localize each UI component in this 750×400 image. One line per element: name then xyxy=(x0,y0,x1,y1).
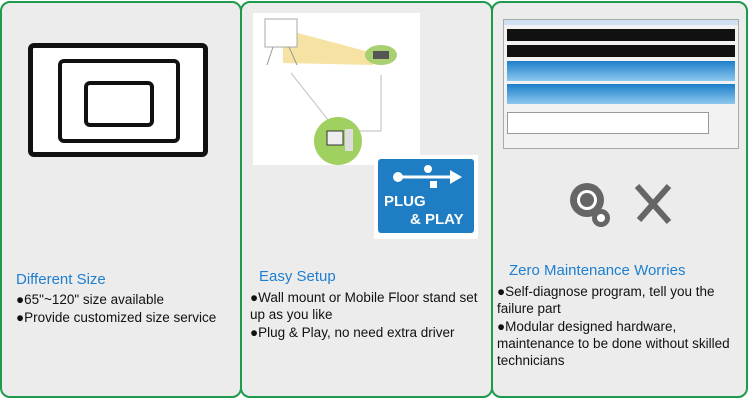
plug-and-play-badge: PLUG & PLAY xyxy=(374,155,478,239)
badge-line2: & PLAY xyxy=(410,211,464,228)
bullet-item: ●65"~120" size available xyxy=(16,292,164,307)
bullet-item: ●Wall mount or Mobile Floor stand set up… xyxy=(250,290,478,322)
bullet-list: ●Self-diagnose program, tell you the fai… xyxy=(497,283,745,370)
setup-diagram-image xyxy=(253,13,420,165)
panel-easy-setup: PLUG & PLAY Easy Setup ●Wall mount or Mo… xyxy=(240,1,493,398)
badge-line1: PLUG xyxy=(384,193,426,210)
panel-title: Zero Maintenance Worries xyxy=(509,262,686,279)
panel-title: Different Size xyxy=(16,271,106,288)
size-frames-image xyxy=(28,43,208,157)
panel-zero-maintenance: Zero Maintenance Worries ●Self-diagnose … xyxy=(491,1,748,398)
bullet-item: ●Plug & Play, no need extra driver xyxy=(250,325,455,340)
bullet-item: ●Provide customized size service xyxy=(16,310,217,325)
bullet-item: ●Modular designed hardware, maintenance … xyxy=(497,319,730,368)
diagnostic-software-screenshot xyxy=(503,19,739,149)
gear-and-tools-icon xyxy=(570,183,672,227)
panel-different-size: Different Size ●65"~120" size available … xyxy=(0,1,242,398)
bullet-item: ●Self-diagnose program, tell you the fai… xyxy=(497,284,715,316)
panel-title: Easy Setup xyxy=(259,268,336,285)
usb-icon xyxy=(393,165,462,188)
bullet-list: ●Wall mount or Mobile Floor stand set up… xyxy=(250,289,490,342)
bullet-list: ●65"~120" size available ●Provide custom… xyxy=(16,291,241,327)
